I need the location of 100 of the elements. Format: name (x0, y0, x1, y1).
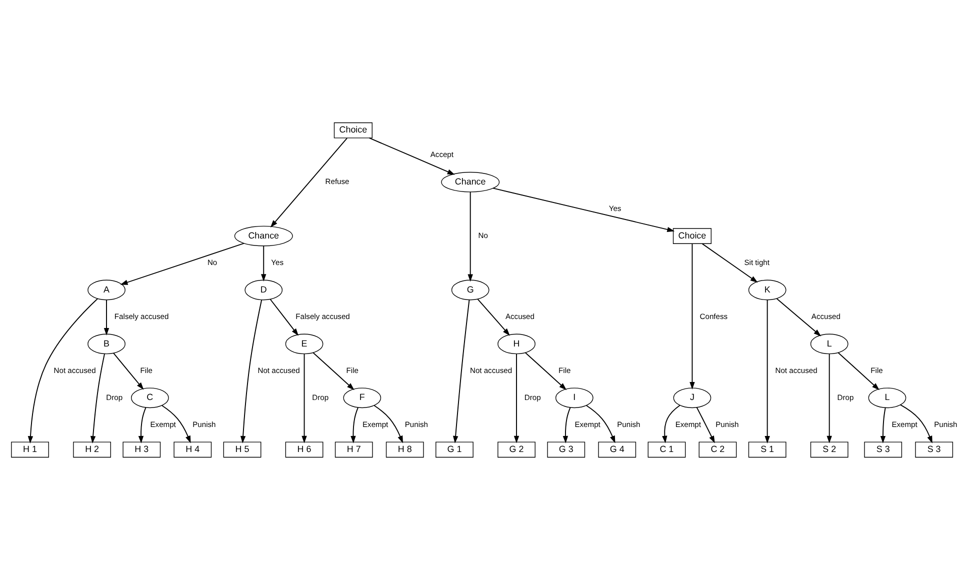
edge-label: Not accused (54, 366, 96, 375)
edge-label: Falsely accused (114, 312, 169, 321)
edge-label: Punish (716, 420, 739, 429)
arrow (702, 243, 758, 283)
node-box: H 7 (334, 442, 373, 458)
arrow (776, 298, 822, 336)
arrow (374, 405, 404, 444)
edge-label: Drop (524, 392, 541, 402)
arrow (90, 353, 105, 444)
node-box: Choice (672, 228, 712, 244)
arrow (28, 298, 98, 444)
node-ellipse: B (88, 334, 126, 354)
edge-label: Accept (430, 150, 454, 160)
arrow (880, 407, 886, 444)
node-ellipse: L (810, 334, 848, 354)
edge-label: Exempt (150, 420, 176, 429)
arrow (524, 352, 567, 390)
node-box: H 1 (11, 442, 49, 458)
edge-label: Sit tight (744, 258, 770, 267)
node-ellipse: E (285, 334, 324, 354)
arrow (261, 245, 266, 282)
edge-label: Punish (192, 420, 216, 429)
arrow (161, 405, 191, 444)
node-ellipse: Chance (441, 172, 500, 192)
edge-label: Exempt (675, 420, 701, 429)
edge-label: Accused (811, 312, 840, 321)
arrow (477, 298, 510, 336)
arrow (696, 406, 715, 444)
node-box: G 4 (598, 442, 636, 458)
node-box: G 1 (436, 442, 474, 458)
node-box: H 3 (122, 442, 161, 458)
arrow (270, 138, 348, 228)
edge-label: Drop (837, 392, 854, 402)
node-ellipse: D (244, 280, 283, 300)
edge-label: Exempt (574, 420, 600, 429)
node-box: G 3 (547, 442, 586, 458)
arrow (302, 353, 307, 444)
edge-label: File (870, 366, 883, 375)
node-ellipse: K (748, 280, 786, 300)
node-box: H 8 (386, 442, 424, 458)
arrow (312, 352, 354, 390)
node-box: H 6 (285, 442, 324, 458)
arrow (240, 299, 262, 444)
arrow (690, 243, 695, 390)
node-box: C 1 (648, 442, 686, 458)
arrow (120, 242, 245, 285)
arrow (452, 299, 470, 444)
arrow (104, 299, 110, 336)
arrow (138, 407, 146, 444)
edge-label: Drop (106, 392, 123, 402)
arrow (900, 404, 932, 444)
node-box: C 2 (698, 442, 737, 458)
edge-label: Exempt (892, 420, 918, 429)
arrow (350, 407, 358, 444)
arrow (838, 352, 880, 390)
arrow (270, 298, 299, 336)
node-ellipse: J (673, 388, 712, 408)
node-box: S 1 (748, 442, 786, 458)
edge-label: Drop (312, 392, 329, 402)
node-box: H 2 (73, 442, 111, 458)
arrow (492, 188, 675, 232)
node-box: S 2 (810, 442, 848, 458)
edge-label: Falsely accused (296, 312, 350, 321)
edge-label: No (207, 258, 218, 267)
edge-label: Exempt (362, 420, 388, 429)
edge-label: File (346, 366, 358, 375)
edge-label: Punish (404, 420, 428, 429)
edge-label: Yes (271, 258, 284, 267)
node-ellipse: C (130, 388, 169, 408)
edge-label: Accused (505, 312, 534, 321)
arrow (764, 299, 770, 444)
edge-label: Not accused (258, 366, 300, 375)
node-ellipse: L (868, 388, 906, 408)
arrow (826, 353, 832, 444)
arrow (113, 352, 144, 390)
edge-label: Yes (608, 204, 622, 214)
arrow (468, 191, 473, 282)
node-ellipse: I (555, 388, 594, 408)
node-box: S 3 (864, 442, 902, 458)
node-ellipse: A (88, 280, 126, 300)
arrow (562, 407, 571, 444)
node-box: S 3 (915, 442, 954, 458)
arrow (368, 137, 455, 175)
node-ellipse: H (498, 334, 536, 354)
node-box: H 4 (174, 442, 212, 458)
node-ellipse: G (451, 280, 490, 300)
arrow (662, 404, 680, 444)
node-box: H 5 (223, 442, 262, 458)
edge-label: Confess (700, 312, 728, 321)
node-box: G 2 (498, 442, 536, 458)
node-box: Choice (334, 122, 372, 138)
arrow (586, 405, 616, 444)
edge-label: No (478, 230, 488, 240)
edge-label: Not accused (470, 366, 512, 375)
node-ellipse: Chance (234, 226, 293, 246)
edge-label: File (140, 366, 152, 375)
edge-label: Punish (934, 420, 958, 429)
edge-label: Not accused (775, 366, 818, 375)
arrow (514, 353, 520, 444)
edge-label: Refuse (325, 177, 350, 186)
